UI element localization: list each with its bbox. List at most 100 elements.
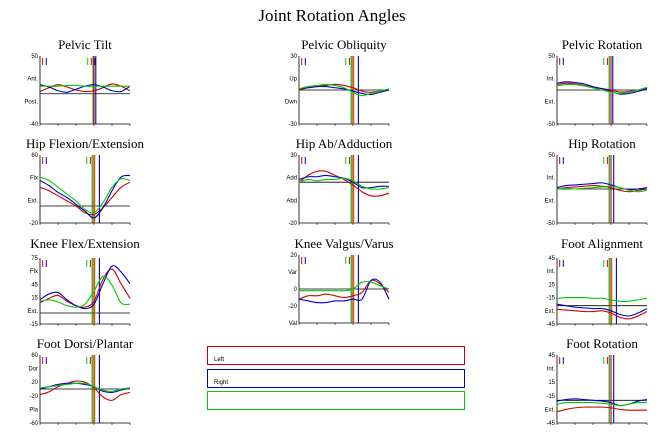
series-line-2 (556, 83, 648, 94)
y-tick-label: Ext. (28, 309, 39, 315)
series-line-0 (556, 308, 648, 320)
series-line-1 (556, 81, 648, 95)
y-tick-label: Up (289, 77, 297, 83)
y-tick-label: -45 (546, 421, 555, 427)
y-tick-label: Int. (547, 367, 556, 373)
foot-alignment-title: Foot Alignment (561, 236, 643, 251)
series-line-2 (556, 296, 648, 302)
series-line-2 (556, 185, 648, 193)
y-tick-label: Ext. (545, 407, 556, 413)
series-line-0 (39, 181, 131, 216)
foot-rotation-title: Foot Rotation (566, 336, 638, 351)
hip-flexion-extension-title: Hip Flexion/Extension (25, 136, 145, 151)
y-tick-label: Var (288, 270, 297, 276)
y-tick-label: Val (289, 321, 297, 327)
series-line-0 (298, 279, 390, 300)
series-line-0 (39, 268, 131, 308)
y-tick-label: 60 (31, 153, 38, 159)
y-tick-label: 45 (548, 256, 555, 262)
series-line-0 (556, 406, 647, 413)
knee-valgus-varus-title: Knee Valgus/Varus (294, 236, 394, 251)
axis-frame (556, 355, 647, 424)
hip-ab-adduction-title: Hip Ab/Adduction (295, 136, 393, 151)
legend-item: Right (207, 369, 465, 388)
series-line-2 (298, 177, 390, 190)
y-tick-label: Flx (30, 176, 38, 182)
y-tick-label: 15 (31, 296, 38, 302)
y-tick-label: Post. (24, 99, 38, 105)
y-tick-label: -45 (546, 322, 555, 328)
y-tick-label: -20 (29, 221, 38, 227)
series-line-0 (39, 380, 131, 401)
y-tick-label: Pla (29, 407, 38, 413)
y-tick-label: -15 (546, 296, 555, 302)
series-line-1 (298, 278, 390, 304)
series-line-2 (39, 84, 130, 87)
series-line-0 (556, 185, 648, 193)
y-tick-label: Int. (547, 269, 556, 275)
page-title: Joint Rotation Angles (258, 6, 406, 25)
series-line-1 (39, 174, 131, 219)
series-line-2 (39, 176, 131, 214)
pelvic-tilt-title: Pelvic Tilt (58, 37, 112, 52)
pelvic-rotation-title: Pelvic Rotation (561, 37, 643, 52)
series-line-1 (556, 303, 648, 317)
y-tick-label: 15 (548, 380, 555, 386)
y-tick-label: 50 (548, 54, 555, 60)
series-line-0 (39, 83, 131, 93)
legend-item (207, 391, 465, 410)
y-tick-label: Ant. (27, 77, 38, 83)
series-line-2 (556, 401, 648, 407)
series-line-1 (556, 182, 648, 191)
y-tick-label: -15 (546, 394, 555, 400)
y-tick-label: 30 (290, 54, 297, 60)
y-tick-label: 75 (31, 256, 38, 262)
y-tick-label: -20 (29, 394, 38, 400)
y-tick-label: Ext. (545, 99, 556, 105)
legend-label: Left (214, 357, 225, 363)
series-line-2 (39, 275, 131, 308)
y-tick-label: -20 (288, 304, 297, 310)
y-tick-label: Ext. (28, 198, 39, 204)
y-tick-label: Flx (30, 269, 38, 275)
y-tick-label: -20 (288, 221, 297, 227)
y-tick-label: 50 (31, 54, 38, 60)
y-tick-label: 45 (548, 353, 555, 359)
y-tick-label: 20 (31, 380, 38, 386)
y-tick-label: -60 (29, 421, 38, 427)
y-tick-label: -40 (29, 122, 38, 128)
y-tick-label: 20 (290, 253, 297, 259)
y-tick-label: Dwn (285, 99, 297, 105)
legend-item: Left (207, 346, 465, 365)
y-tick-label: -50 (546, 221, 555, 227)
knee-flex-extension-title: Knee Flex/Extension (30, 236, 140, 251)
y-tick-label: 15 (548, 282, 555, 288)
y-tick-label: Ext. (545, 309, 556, 315)
y-tick-label: Abd (286, 198, 297, 204)
y-tick-label: -30 (288, 122, 297, 128)
y-tick-label: 45 (31, 282, 38, 288)
series-line-2 (299, 281, 390, 292)
legend-label: Right (214, 380, 229, 386)
hip-rotation-title: Hip Rotation (568, 136, 636, 151)
y-tick-label: 0 (294, 287, 298, 293)
series-line-2 (298, 83, 390, 97)
y-tick-label: 30 (290, 153, 297, 159)
y-tick-label: Int. (547, 77, 556, 83)
y-tick-label: -50 (546, 122, 555, 128)
y-tick-label: Int. (547, 176, 556, 182)
y-tick-label: -15 (29, 322, 38, 328)
y-tick-label: 50 (548, 153, 555, 159)
y-tick-label: Dor (28, 367, 38, 373)
foot-dorsi-plantar-title: Foot Dorsi/Plantar (36, 336, 134, 351)
pelvic-obliquity-title: Pelvic Obliquity (301, 37, 387, 52)
